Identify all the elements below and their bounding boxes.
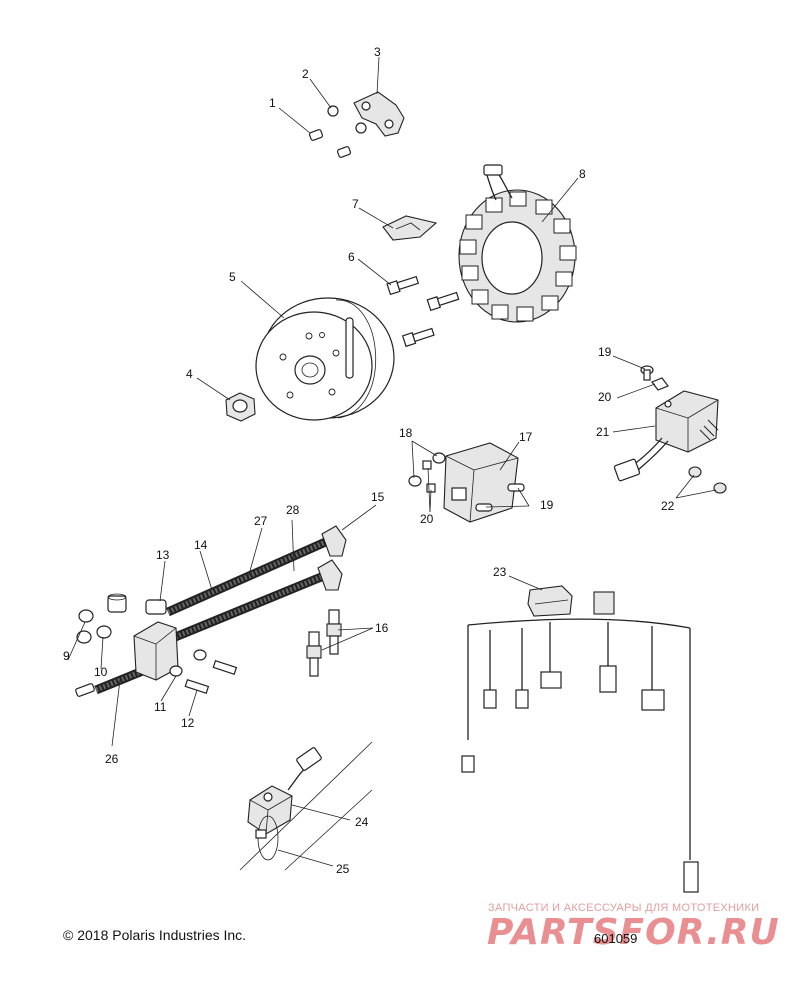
callout-17: 17: [519, 430, 533, 444]
callout-4: 4: [186, 367, 193, 381]
callout-20-regulator: 20: [598, 390, 612, 404]
callout-13: 13: [156, 548, 170, 562]
callout-1: 1: [269, 96, 276, 110]
screw-part-1: [308, 129, 352, 158]
regulator-part-21: [613, 390, 719, 482]
callout-23: 23: [493, 565, 507, 579]
callout-21: 21: [596, 425, 610, 439]
washer-part-18: [408, 452, 446, 487]
spark-plug-cable-part-28: [166, 570, 328, 645]
callout-10: 10: [94, 665, 108, 679]
callout-9: 9: [63, 649, 70, 663]
bushing-part-9: [78, 593, 127, 623]
callout-8: 8: [579, 167, 586, 181]
ignition-coil-part-13: [133, 599, 179, 681]
clip-part-7: [382, 215, 438, 241]
callout-3: 3: [374, 45, 381, 59]
spark-plug-part-16: [306, 609, 342, 677]
callout-24: 24: [355, 815, 369, 829]
bracket-part-3: [353, 91, 405, 137]
bolt-part-12: [184, 659, 238, 694]
spark-plug-cable-part-27: [166, 535, 332, 617]
stator-part-8: [458, 164, 577, 323]
bolt-part-6: [386, 275, 460, 348]
module-part-17: [443, 442, 525, 523]
leader-lines: [67, 56, 717, 867]
callout-15: 15: [371, 490, 385, 504]
copyright-text: © 2018 Polaris Industries Inc.: [63, 927, 247, 943]
wiring-harness-part-23: [461, 585, 699, 893]
callout-12: 12: [181, 716, 195, 730]
washer-part-11: [169, 649, 207, 677]
watermark-brand: PARTSFOR.RU: [487, 912, 780, 953]
callout-27: 27: [254, 514, 268, 528]
watermark-tagline: ЗАПЧАСТИ И АКСЕССУАРЫ ДЛЯ МОТОТЕХНИКИ: [488, 902, 760, 914]
callout-25: 25: [336, 862, 350, 876]
callout-14: 14: [194, 538, 208, 552]
callout-labels: 1 2 3 5 4 6 7 8 19 20 21 22 17 18 20 19 …: [63, 45, 675, 876]
callout-19-module: 19: [540, 498, 554, 512]
callout-16: 16: [375, 621, 389, 635]
callout-2: 2: [302, 67, 309, 81]
callout-18: 18: [399, 426, 413, 440]
callout-26: 26: [105, 752, 119, 766]
flywheel-part-5: [255, 297, 395, 421]
callout-11: 11: [154, 700, 167, 714]
callout-5: 5: [229, 270, 236, 284]
callout-7: 7: [352, 197, 359, 211]
callout-28: 28: [286, 503, 300, 517]
cable-tie-part-25: [255, 815, 279, 861]
screw-part-19-regulator: [640, 365, 654, 381]
screw-part-2: [327, 105, 367, 134]
callout-6: 6: [348, 250, 355, 264]
callout-19-regulator: 19: [598, 345, 612, 359]
plate-part-20-regulator: [651, 377, 669, 391]
spark-plug-cap-part-15: [317, 525, 347, 591]
nut-part-4: [225, 392, 256, 422]
callout-20-module: 20: [420, 512, 434, 526]
nut-part-22: [688, 466, 727, 494]
document-number: 601059: [594, 931, 638, 946]
washer-part-10: [76, 625, 112, 644]
sensor-part-24: [247, 747, 322, 835]
callout-22: 22: [661, 499, 675, 513]
